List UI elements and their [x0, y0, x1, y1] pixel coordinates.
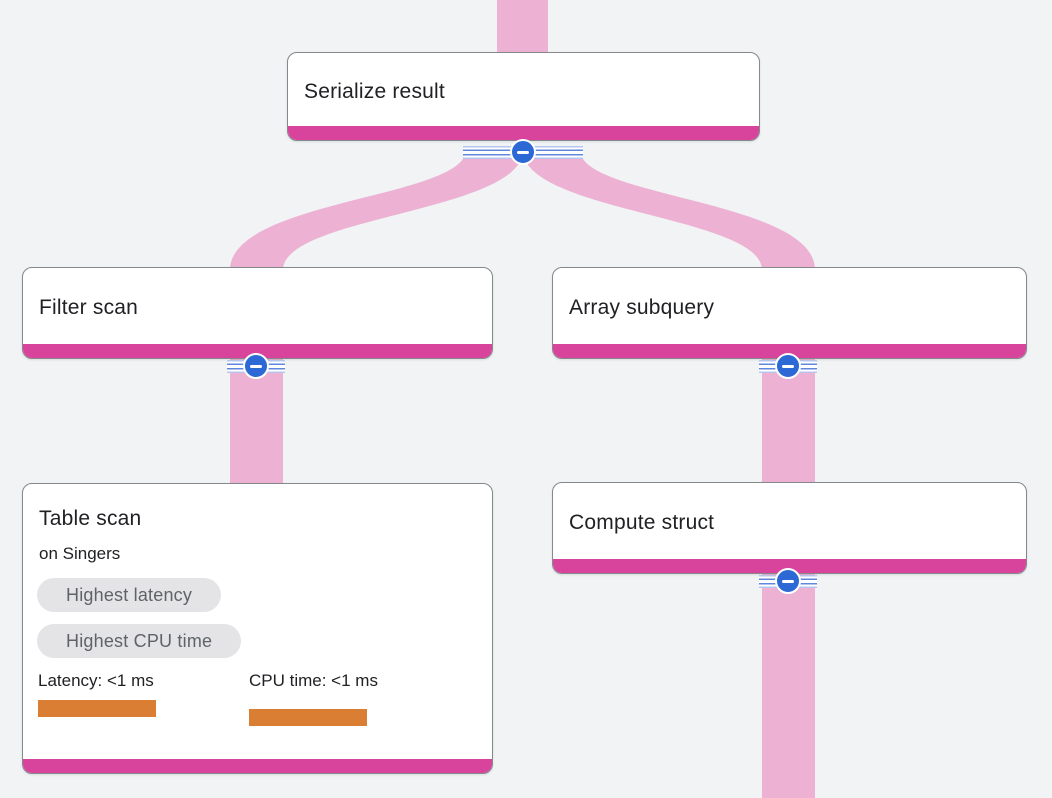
- minus-circle-icon: [775, 353, 801, 379]
- badge-highest-cpu-time: Highest CPU time: [37, 624, 242, 658]
- collapse-button-array-subquery[interactable]: [759, 351, 817, 381]
- minus-circle-icon: [775, 568, 801, 594]
- stat-cpu-time-bar: [249, 709, 367, 726]
- collapse-button-serialize-result[interactable]: [463, 137, 583, 167]
- stat-latency-bar: [38, 700, 156, 717]
- node-filter-scan[interactable]: Filter scan: [22, 267, 493, 359]
- node-accent-bar: [288, 126, 759, 140]
- node-title: Compute struct: [569, 511, 715, 534]
- collapse-button-compute-struct[interactable]: [759, 566, 817, 596]
- minus-glyph: [517, 150, 529, 154]
- stat-cpu-time: CPU time: <1 ms: [249, 670, 378, 726]
- node-title: Table scan: [39, 507, 142, 530]
- stat-latency-label: Latency: <1 ms: [38, 671, 154, 690]
- minus-glyph: [250, 364, 262, 368]
- minus-circle-icon: [243, 353, 269, 379]
- edge-filter-to-table: [230, 352, 283, 490]
- edge-array-to-compute: [762, 352, 815, 490]
- minus-glyph: [782, 579, 794, 583]
- stat-latency: Latency: <1 ms: [38, 670, 249, 717]
- node-accent-bar: [23, 344, 492, 358]
- node-serialize-result[interactable]: Serialize result: [287, 52, 760, 141]
- node-compute-struct[interactable]: Compute struct: [552, 482, 1027, 574]
- collapse-button-filter-scan[interactable]: [227, 351, 285, 381]
- stat-cpu-time-label: CPU time: <1 ms: [249, 671, 378, 690]
- node-table-scan[interactable]: Table scan on Singers Highest latency Hi…: [22, 483, 493, 774]
- edge-root-to-serialize: [497, 0, 548, 60]
- badge-highest-latency: Highest latency: [37, 578, 222, 612]
- node-accent-bar: [553, 559, 1026, 573]
- node-accent-bar: [553, 344, 1026, 358]
- node-title: Array subquery: [569, 296, 715, 319]
- edge-serialize-to-filter: [230, 150, 523, 270]
- node-title: Filter scan: [39, 296, 139, 319]
- node-accent-bar: [23, 759, 492, 773]
- minus-circle-icon: [510, 139, 536, 165]
- node-title: Serialize result: [304, 80, 445, 103]
- node-array-subquery[interactable]: Array subquery: [552, 267, 1027, 359]
- minus-glyph: [782, 364, 794, 368]
- edge-serialize-to-array: [523, 150, 815, 270]
- node-subtitle: on Singers: [39, 544, 121, 563]
- edge-compute-to-bottom: [762, 568, 815, 798]
